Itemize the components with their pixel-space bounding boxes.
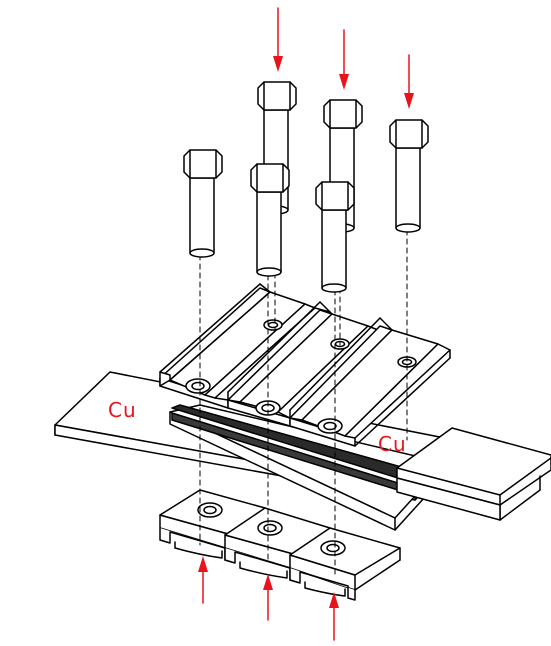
bolt: [183, 149, 223, 258]
copper-label-right: Cu: [378, 432, 407, 456]
up-arrow: [329, 592, 339, 641]
upper-channel-clamps: [159, 283, 451, 447]
bolt: [257, 81, 297, 215]
right-busbar: [396, 427, 551, 521]
copper-label-left: Cu: [108, 398, 137, 422]
bolt: [315, 181, 355, 293]
up-arrow: [263, 574, 273, 621]
up-arrow: [198, 556, 208, 604]
down-arrow: [273, 7, 283, 72]
down-arrow: [404, 54, 414, 109]
force-arrows: [198, 7, 414, 641]
bolt: [389, 119, 429, 233]
lower-clamp-plates: [159, 489, 401, 601]
down-arrow: [339, 29, 349, 90]
bolt: [250, 163, 290, 277]
bolts: [183, 81, 429, 293]
